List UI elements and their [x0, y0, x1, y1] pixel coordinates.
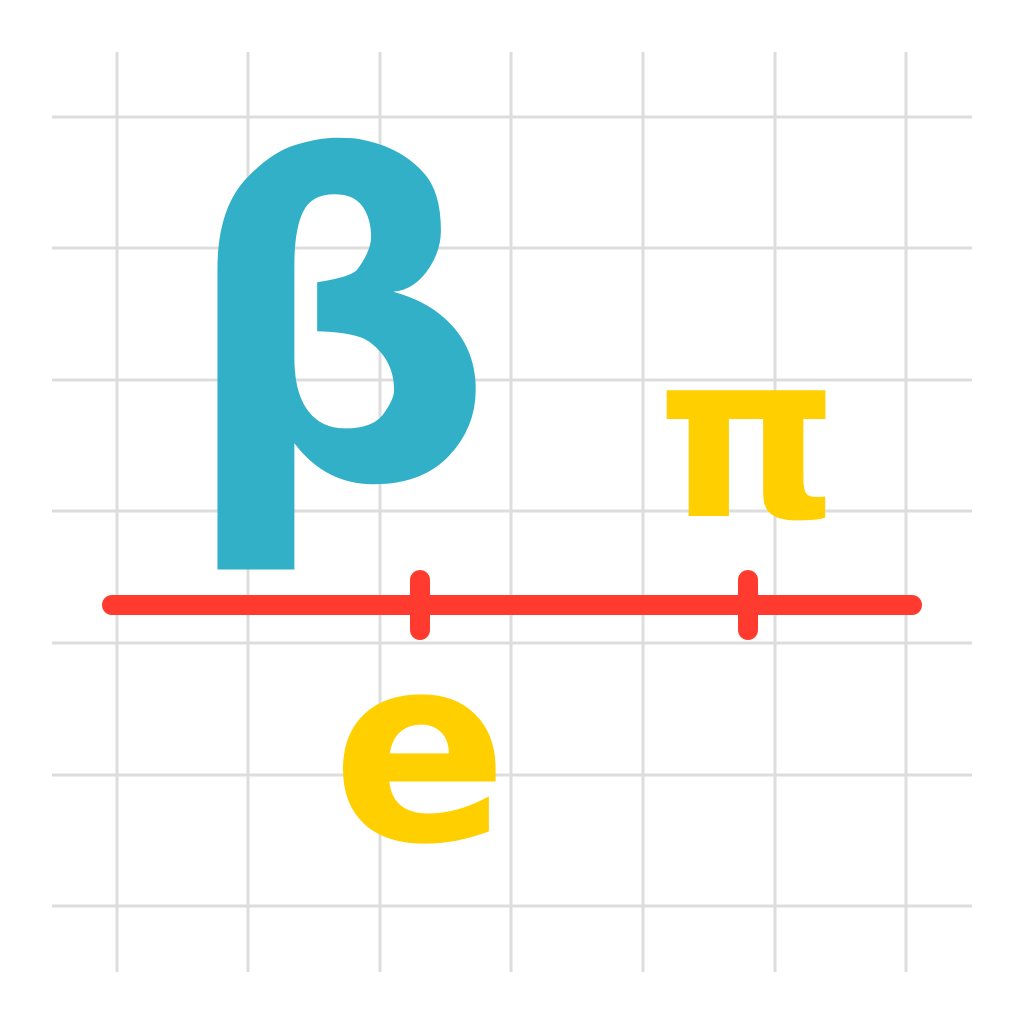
pi-symbol: π [657, 304, 839, 571]
e-symbol: e [332, 600, 508, 902]
beta-symbol: β [181, 70, 496, 582]
graph-paper-grid [52, 52, 972, 972]
number-line [102, 570, 922, 640]
